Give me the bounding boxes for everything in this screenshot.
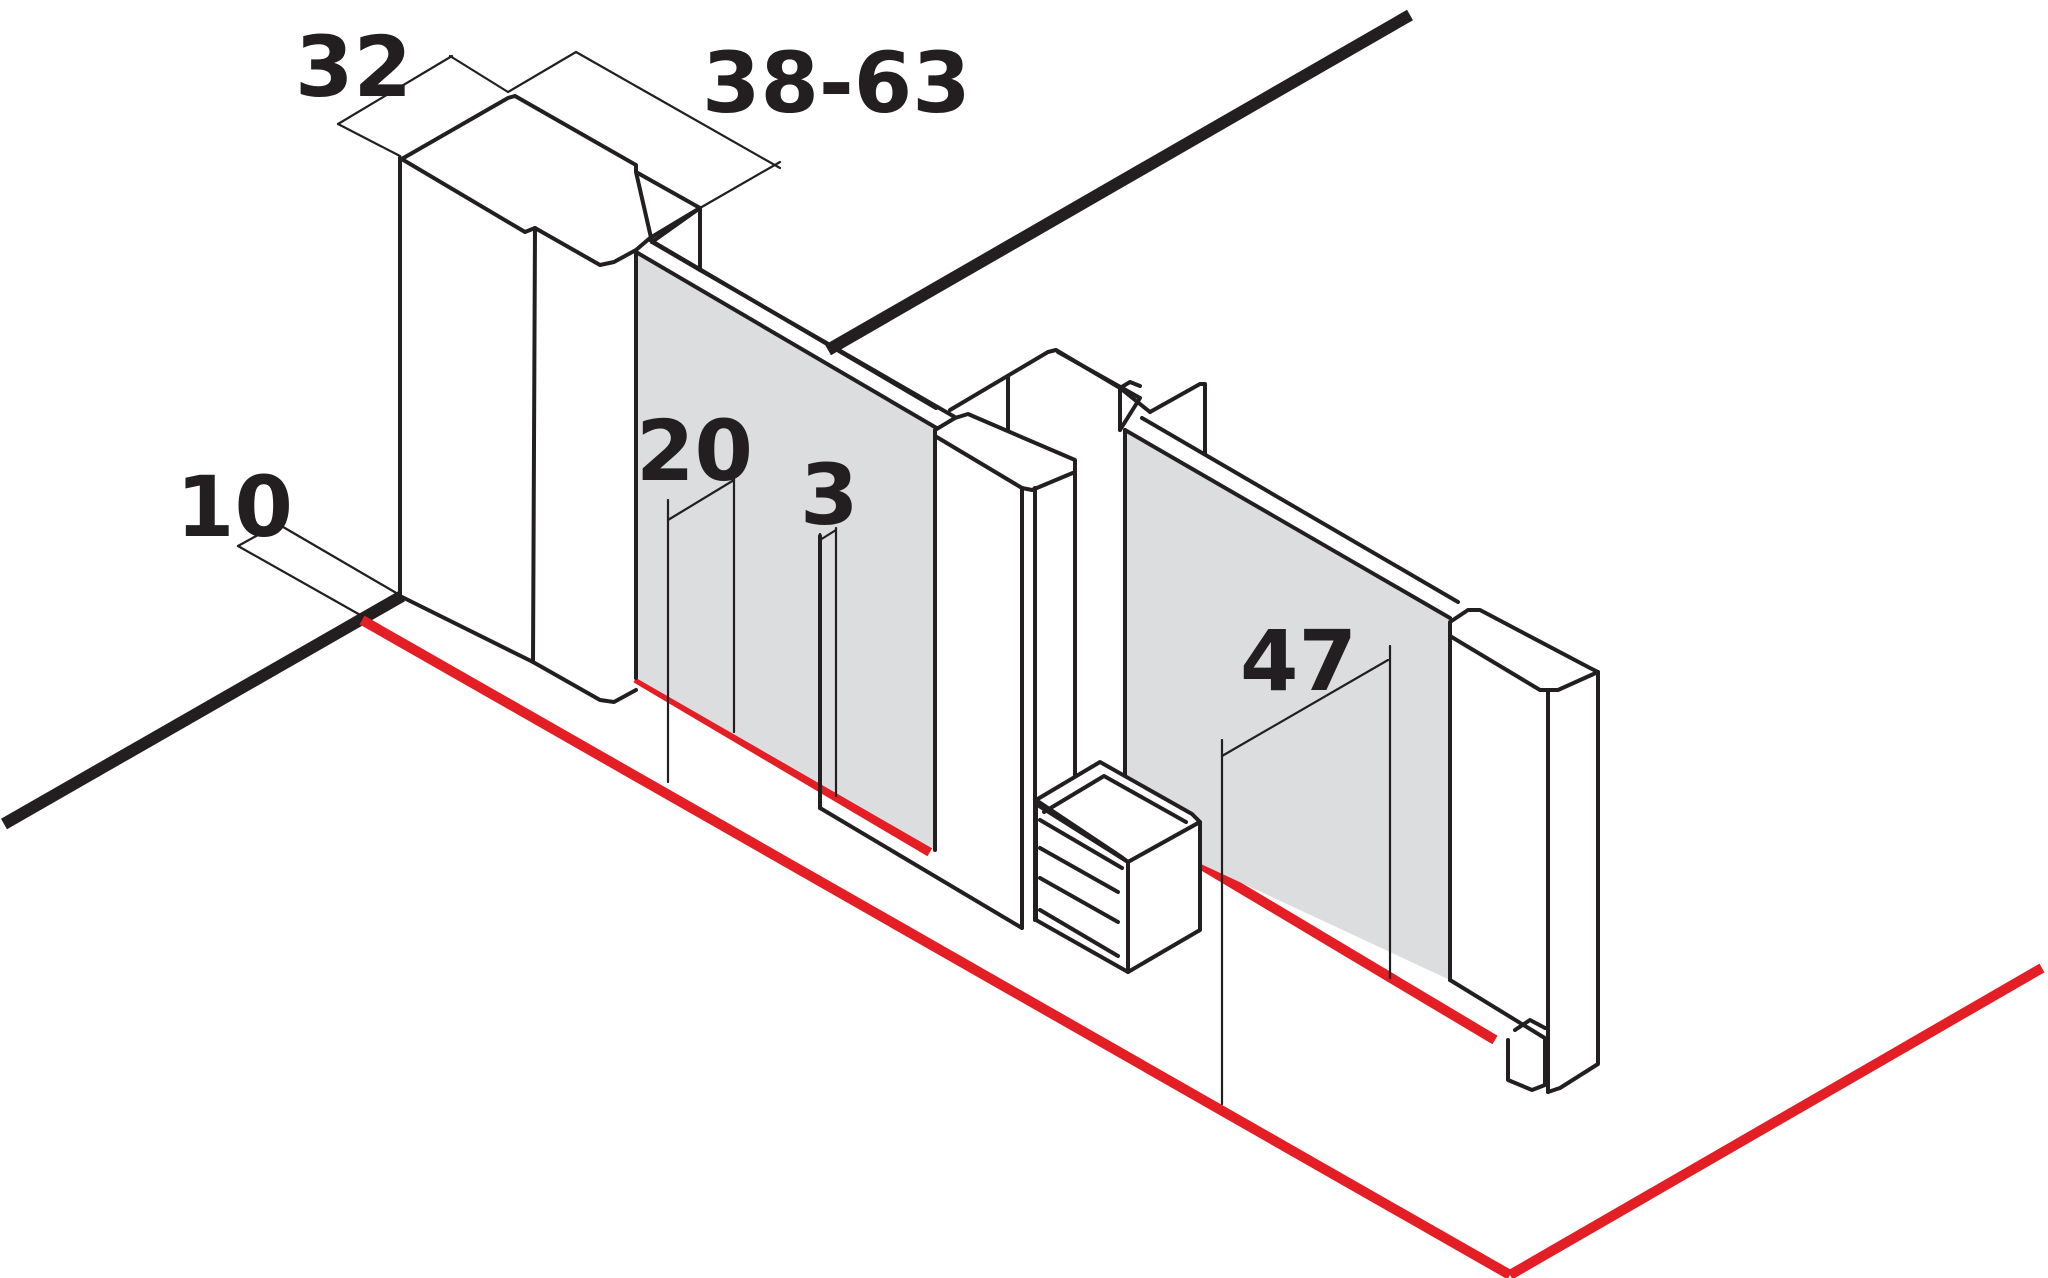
- back-wall-line: [825, 9, 1413, 356]
- dimension-38-63-lines: [506, 50, 782, 210]
- dimension-label-10: 10: [176, 458, 293, 556]
- dimension-32-lines: [336, 54, 510, 158]
- dimension-label-38-63: 38-63: [702, 34, 971, 132]
- floor-line-glass-1: [633, 673, 933, 857]
- glass-panel-2: [1125, 430, 1450, 980]
- dimension-label-20: 20: [636, 402, 753, 500]
- dimension-label-47: 47: [1240, 612, 1357, 710]
- floor-line-glass-2: [1187, 853, 1498, 1045]
- glass-panel-1: [636, 250, 935, 850]
- dimension-20-lines: [666, 464, 736, 784]
- floor-line-right: [1507, 963, 2045, 1278]
- top-rail-1: [634, 238, 962, 432]
- dimension-3-lines: [818, 526, 838, 808]
- left-wall-line: [1, 590, 405, 830]
- door-knob-box: [1034, 760, 1202, 974]
- floor-line-front: [359, 615, 1513, 1278]
- dimension-10-lines: [236, 522, 400, 618]
- dimension-47-lines: [1220, 644, 1392, 1106]
- dimension-label-3: 3: [800, 446, 858, 544]
- dimension-label-32: 32: [295, 18, 412, 116]
- end-profile-right: [1448, 608, 1600, 1094]
